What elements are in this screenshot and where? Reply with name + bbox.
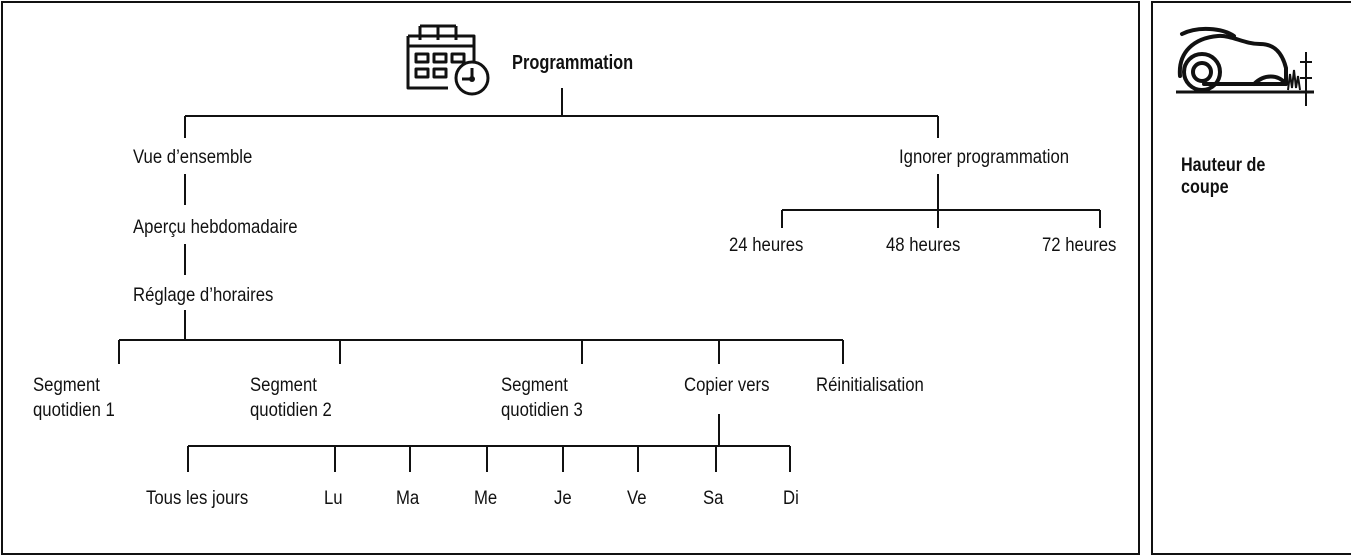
node-day-di: Di <box>783 488 799 509</box>
node-ignore-schedule: Ignorer programmation <box>899 147 1070 168</box>
mower-cutting-height-icon <box>1176 27 1314 106</box>
node-reset: Réinitialisation <box>816 375 924 396</box>
calendar-clock-icon <box>406 24 490 96</box>
node-segment-3-line2: quotidien 3 <box>501 400 583 421</box>
node-day-every: Tous les jours <box>146 488 249 509</box>
node-weekly-preview: Aperçu hebdomadaire <box>133 217 298 238</box>
node-segment-1-line2: quotidien 1 <box>33 400 115 421</box>
node-segment-1-line1: Segment <box>33 375 100 396</box>
page-title: Programmation <box>512 52 634 74</box>
node-option-24h: 24 heures <box>729 235 804 256</box>
node-day-ma: Ma <box>396 488 420 509</box>
node-segment-2-line2: quotidien 2 <box>250 400 332 421</box>
node-option-72h: 72 heures <box>1042 235 1117 256</box>
node-copy-to: Copier vers <box>684 375 770 396</box>
node-schedule-settings: Réglage d’horaires <box>133 285 274 306</box>
node-day-je: Je <box>554 488 572 509</box>
node-option-48h: 48 heures <box>886 235 961 256</box>
node-overview: Vue d’ensemble <box>133 147 253 168</box>
node-day-lu: Lu <box>324 488 343 509</box>
node-segment-3-line1: Segment <box>501 375 568 396</box>
node-day-me: Me <box>474 488 498 509</box>
cutting-height-label: Hauteur de coupe <box>1181 155 1266 198</box>
programmation-diagram-panel <box>1 1 1140 555</box>
node-segment-2-line1: Segment <box>250 375 317 396</box>
node-day-ve: Ve <box>627 488 647 509</box>
node-day-sa: Sa <box>703 488 724 509</box>
cutting-height-panel <box>1151 1 1351 555</box>
